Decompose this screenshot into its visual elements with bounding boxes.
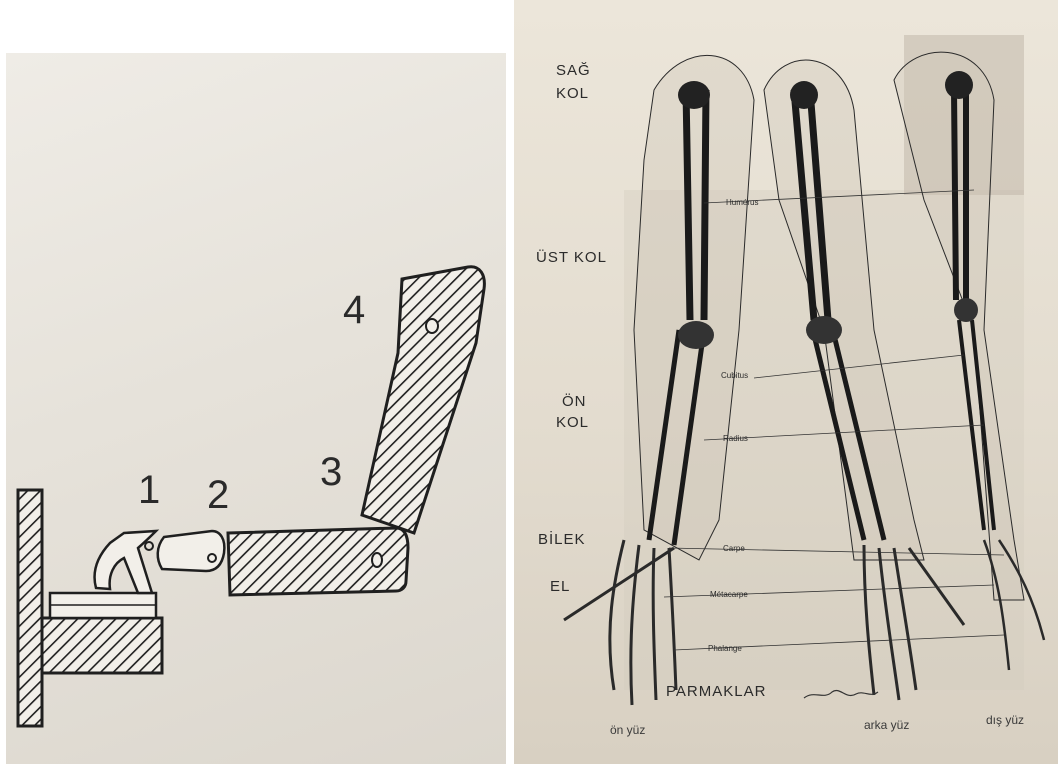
bone-label-phalange: Phalange: [708, 644, 742, 653]
arm-anatomy-drawing: SAĞ KOL ÜST KOL ÖN KOL BİLEK EL PARMAKLA…: [514, 0, 1058, 764]
region-label-kol-2: KOL: [556, 414, 589, 431]
caption-back-view: arka yüz: [864, 718, 909, 732]
region-label-bilek: BİLEK: [538, 530, 586, 548]
mechanical-arm-drawing: 1 2 3 4: [6, 53, 506, 764]
mechanical-arm-diagram: 1 2 3 4: [6, 53, 506, 764]
region-label-kol-1: KOL: [556, 85, 589, 102]
caption-outer-view: dış yüz: [986, 713, 1024, 727]
left-diagram-panel: 1 2 3 4: [0, 0, 508, 764]
region-label-sag: SAĞ: [556, 62, 591, 79]
region-label-ust-kol: ÜST KOL: [536, 248, 607, 266]
segment-3-forearm: [228, 528, 408, 595]
joint-1-segment: [95, 531, 156, 593]
bone-label-metacarpe: Métacarpe: [710, 590, 748, 599]
joint-2-segment: [158, 531, 225, 571]
right-anatomy-panel: SAĞ KOL ÜST KOL ÖN KOL BİLEK EL PARMAKLA…: [514, 0, 1058, 764]
region-label-parmaklar: PARMAKLAR: [666, 683, 766, 700]
bone-label-humerus: Humérus: [726, 198, 758, 207]
label-3: 3: [320, 450, 342, 494]
caption-front-view: ön yüz: [610, 723, 645, 737]
segment-4-upper-arm: [362, 267, 484, 533]
base-bracket: [18, 490, 162, 726]
bone-label-cubitus: Cubitus: [721, 371, 748, 380]
region-label-on: ÖN: [562, 392, 587, 410]
label-1: 1: [138, 468, 160, 512]
bone-label-radius: Radius: [723, 434, 748, 443]
artist-signature: [804, 690, 878, 698]
bone-label-carpe: Carpe: [723, 544, 745, 553]
label-2: 2: [207, 473, 229, 517]
label-4: 4: [343, 288, 365, 332]
region-label-el: EL: [550, 578, 570, 595]
